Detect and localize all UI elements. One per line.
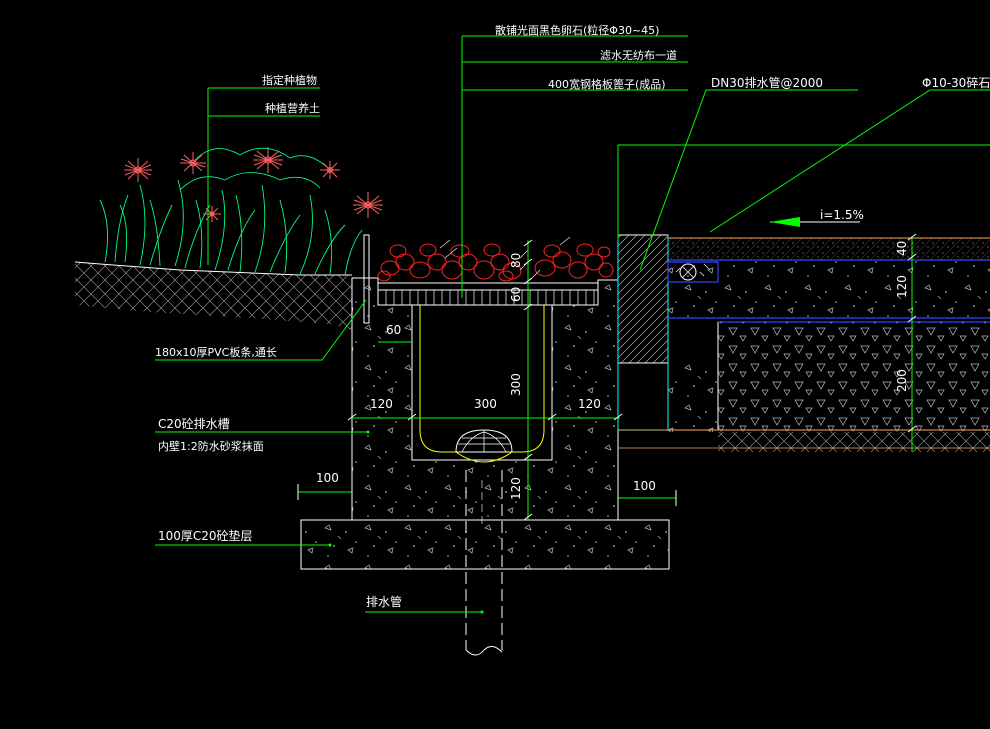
- cushion-layer: [300, 519, 670, 570]
- dim-120-right: 120: [578, 397, 601, 411]
- slope-arrow: [770, 217, 860, 227]
- dimension-lines: [297, 144, 990, 521]
- planting-icon: [99, 147, 363, 276]
- grate: [377, 282, 599, 306]
- label-trench: C20砼排水槽: [158, 417, 230, 431]
- dim-120-left: 120: [370, 397, 393, 411]
- label-crushed-stone: Φ10-30碎石: [922, 75, 990, 90]
- dim-120-bottom: 120: [509, 477, 523, 500]
- dim-200-base: 200: [895, 369, 909, 392]
- label-plants: 指定种植物: [262, 73, 317, 87]
- curb-wall: [617, 234, 669, 431]
- label-filter-cloth: 滤水无纺布一道: [600, 48, 677, 62]
- paving-layers: [618, 237, 990, 452]
- label-outlet-pipe: 排水管: [366, 594, 402, 609]
- gravel-hatch: [439, 236, 571, 281]
- gravel-stones: [377, 243, 614, 282]
- flower-icons: [124, 147, 383, 222]
- label-slope: i=1.5%: [820, 208, 864, 222]
- label-soil: 种植营养土: [265, 101, 320, 115]
- label-dn30-pipe: DN30排水管@2000: [711, 75, 823, 90]
- dim-100-right: 100: [633, 479, 656, 493]
- dn30-pipe-icon: [667, 261, 719, 283]
- dim-60-grate: 60: [509, 287, 523, 302]
- floor-drain-icon: [455, 429, 513, 463]
- label-grate: 400宽钢格板篦子(成品): [548, 77, 666, 91]
- label-pvc-strip: 180x10厚PVC板条,通长: [155, 345, 277, 359]
- dim-60-top: 60: [386, 323, 401, 337]
- dim-300-depth: 300: [509, 373, 523, 396]
- dim-80: 80: [509, 253, 523, 268]
- dim-100-left: 100: [316, 471, 339, 485]
- label-trench-finish: 内壁1:2防水砂浆抹面: [158, 439, 264, 453]
- dim-40: 40: [895, 241, 909, 256]
- leader-lines: [155, 35, 990, 614]
- dim-120-pave: 120: [895, 275, 909, 298]
- label-cushion: 100厚C20砼垫层: [158, 528, 253, 543]
- dim-300-width: 300: [474, 397, 497, 411]
- label-gravel: 散铺光面黑色卵石(粒径Φ30~45): [495, 23, 659, 37]
- planting-soil: [74, 261, 352, 330]
- outlet-pipe: [465, 470, 503, 656]
